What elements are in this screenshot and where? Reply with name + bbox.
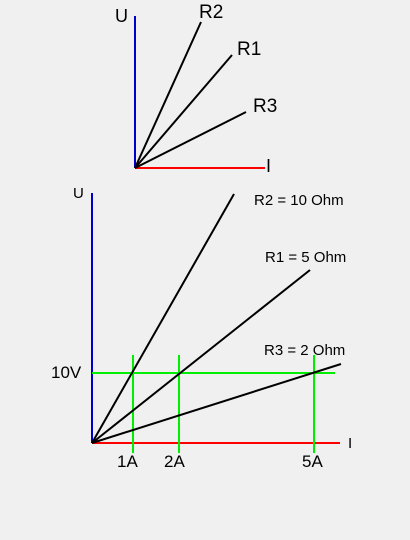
top-label-r1: R1 [237, 39, 261, 60]
top-diagram: U I R2 R1 R3 [115, 2, 277, 176]
top-line-r1 [134, 54, 233, 169]
bottom-line-r2 [91, 193, 235, 444]
voltage-marker-10v: 10V [51, 363, 82, 382]
bottom-line-r1 [91, 269, 311, 444]
current-marker-2a: 2A [164, 452, 185, 471]
bottom-diagram: U I R2 = 10 Ohm R1 = 5 Ohm R3 = 2 Ohm 10… [51, 185, 352, 471]
bottom-line-r3 [91, 363, 342, 444]
bottom-label-r2: R2 = 10 Ohm [254, 192, 344, 209]
bottom-u-label: U [73, 185, 84, 202]
top-line-r2 [134, 21, 202, 169]
top-u-label: U [115, 6, 128, 26]
top-label-r3: R3 [253, 96, 277, 117]
bottom-label-r3: R3 = 2 Ohm [264, 342, 345, 359]
current-marker-5a: 5A [302, 452, 323, 471]
top-line-r3 [134, 111, 247, 169]
bottom-label-r1: R1 = 5 Ohm [265, 249, 346, 266]
bottom-i-label: I [348, 435, 352, 452]
top-label-r2: R2 [199, 2, 223, 23]
current-marker-1a: 1A [117, 452, 138, 471]
top-i-label: I [266, 156, 271, 176]
